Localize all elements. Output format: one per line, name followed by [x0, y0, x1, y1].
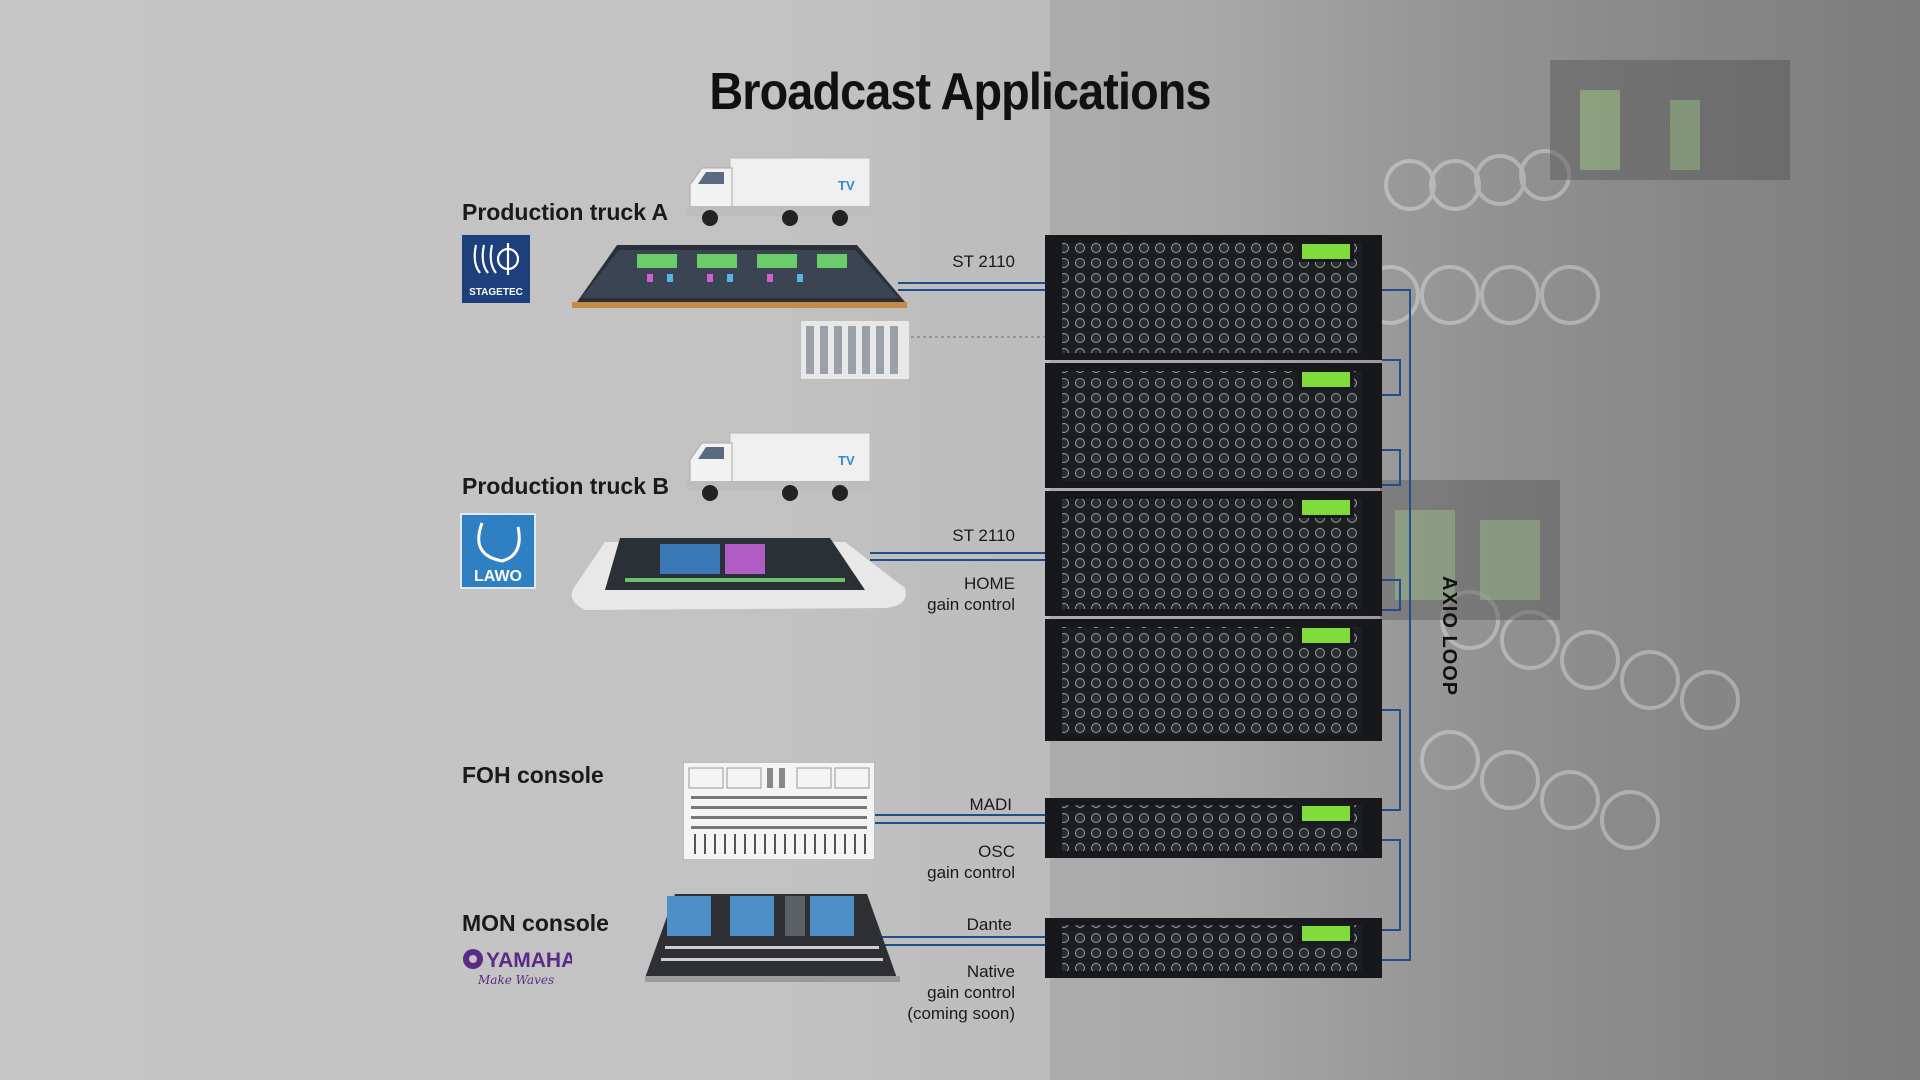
axio-loop-bridge-5: [1382, 839, 1401, 931]
foh-console: [683, 762, 875, 860]
stagetec-logo-text: STAGETEC: [469, 287, 523, 298]
truck-a-badge: TV: [838, 178, 855, 193]
truck-b-control-line-2: gain control: [927, 595, 1015, 614]
axio-loop-bridge-2: [1382, 449, 1401, 486]
axio-unit-6: [1045, 918, 1382, 978]
lawo-logo: LAWO: [460, 513, 536, 589]
axio-unit-1: [1045, 235, 1382, 360]
yamaha-tagline: Make Waves: [477, 973, 554, 987]
page-title: Broadcast Applications: [709, 63, 1211, 121]
axio-loop-bridge-3: [1382, 579, 1401, 611]
stagetec-console: [572, 245, 907, 308]
axio-unit-5: [1045, 798, 1382, 858]
lawo-logo-text: LAWO: [474, 568, 522, 585]
section-foh: FOH console: [462, 762, 604, 788]
foh-control-line-2: gain control: [927, 863, 1015, 882]
axio-unit-4: [1045, 619, 1382, 741]
section-truck-b: Production truck B: [462, 473, 670, 499]
axio-loop-line: [1382, 289, 1411, 961]
truck-b-link-label: ST 2110: [952, 526, 1015, 545]
truck-b-icon: TV: [686, 432, 872, 501]
mon-control-line-2: gain control: [927, 983, 1015, 1002]
yamaha-logo: YAMAHA Make Waves: [462, 946, 576, 992]
mon-control-line-3: (coming soon): [907, 1004, 1015, 1023]
foh-link-label: MADI: [969, 795, 1013, 814]
axio-unit-2: [1045, 363, 1382, 488]
truck-a-icon: TV: [686, 157, 872, 226]
mon-control-line-1: Native: [966, 962, 1015, 981]
axio-loop-bridge-4: [1382, 709, 1401, 811]
truck-a-link-label: ST 2110: [952, 252, 1015, 271]
foh-control-label: OSC gain control: [880, 841, 1015, 883]
axio-loop-label: AXIO LOOP: [1438, 576, 1460, 697]
section-truck-a: Production truck A: [462, 199, 669, 225]
mon-control-label: Native gain control (coming soon): [880, 961, 1015, 1024]
truck-b-control-label: HOME gain control: [880, 573, 1015, 615]
rack-frame-device: [800, 320, 910, 380]
lawo-console: [571, 538, 906, 610]
yamaha-logo-text: YAMAHA: [486, 949, 572, 972]
mon-link-label: Dante: [966, 915, 1012, 934]
axio-loop-bridge-1: [1382, 359, 1401, 396]
mon-console: [645, 894, 900, 982]
foh-control-line-1: OSC: [978, 842, 1015, 861]
axio-unit-3: [1045, 491, 1382, 616]
stagetec-logo: STAGETEC: [462, 235, 530, 303]
section-mon: MON console: [462, 910, 609, 936]
truck-b-control-line-1: HOME: [964, 574, 1015, 593]
truck-b-badge: TV: [838, 453, 855, 468]
